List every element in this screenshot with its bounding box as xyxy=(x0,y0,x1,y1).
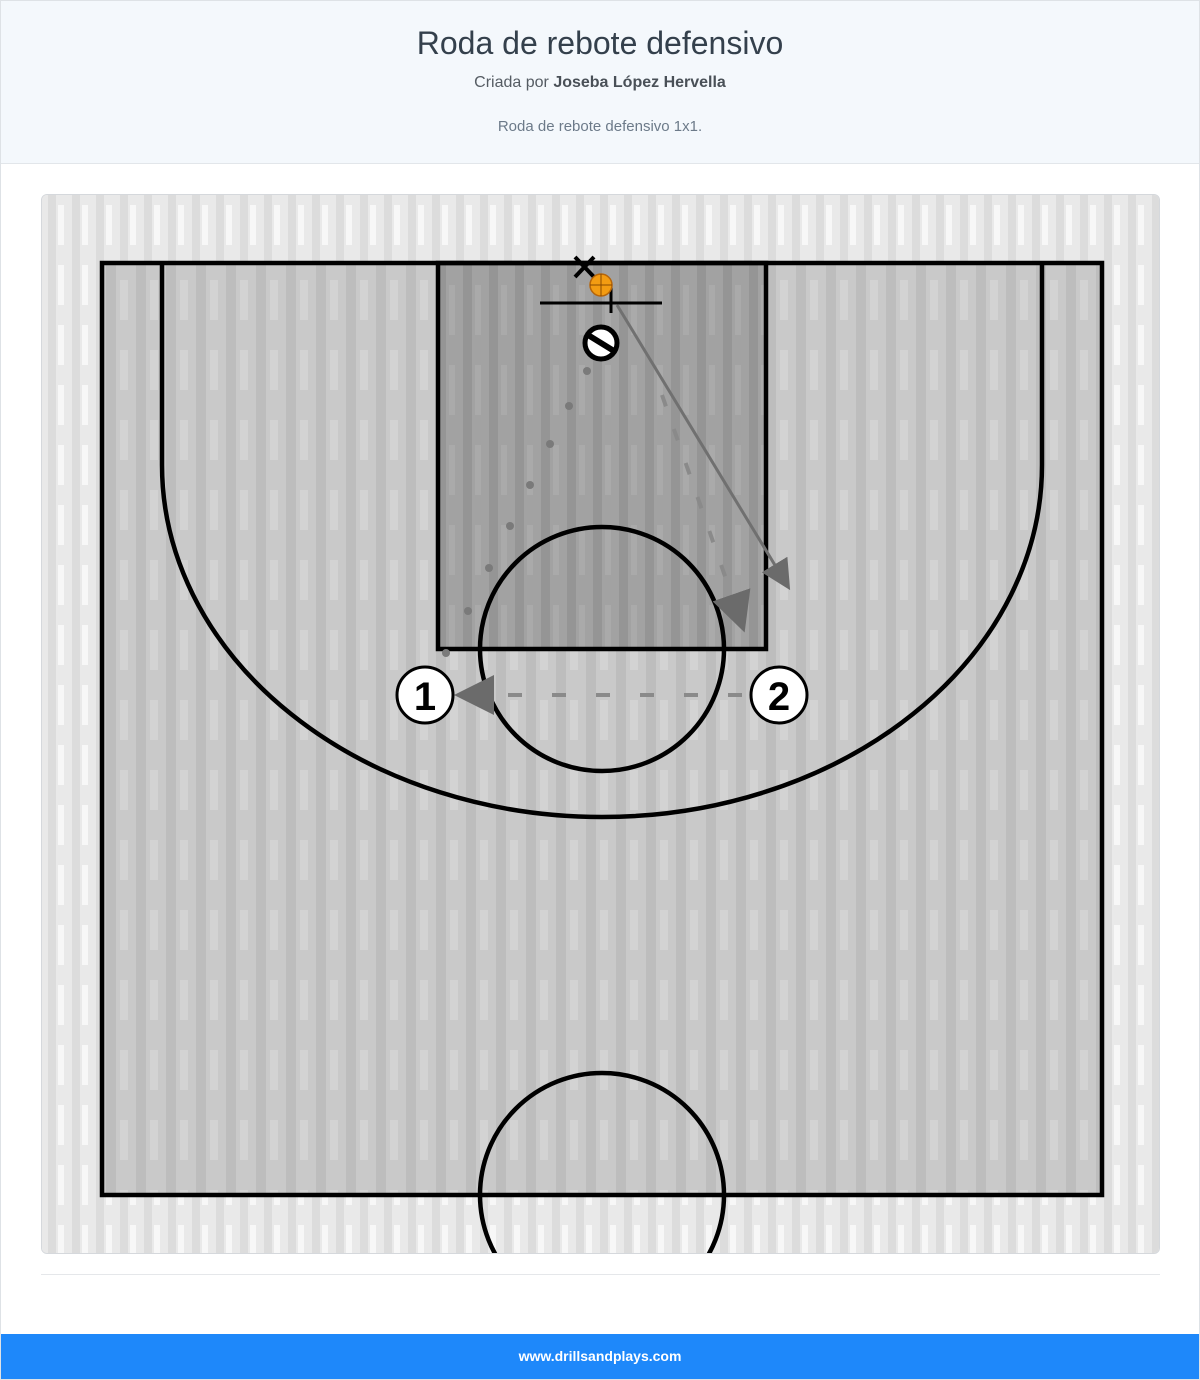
cut-arrow-to-block xyxy=(660,394,751,633)
three-point-line xyxy=(159,263,1045,820)
author-name: Joseba López Hervella xyxy=(553,74,726,91)
offense-player-1: 1 xyxy=(395,665,455,725)
basketball-icon xyxy=(589,273,613,297)
drill-header: Roda de rebote defensivo Criada por Jose… xyxy=(1,1,1199,164)
free-throw-lane xyxy=(435,260,769,652)
content-divider xyxy=(41,1274,1160,1275)
site-footer: www.drillsandplays.com xyxy=(1,1334,1199,1379)
free-throw-circle xyxy=(477,524,727,774)
center-circle xyxy=(477,1070,727,1253)
player-2-label: 2 xyxy=(768,675,790,719)
footer-site-link[interactable]: www.drillsandplays.com xyxy=(518,1348,682,1364)
screen-dots xyxy=(442,367,591,657)
player-1-label: 1 xyxy=(414,675,436,719)
paint-area xyxy=(438,263,766,649)
offense-player-2: 2 xyxy=(749,665,809,725)
court-svg: 1 2 xyxy=(42,195,1159,1253)
pass-arrow xyxy=(615,304,791,591)
court-diagram: 1 2 xyxy=(41,194,1160,1254)
defender-mark xyxy=(573,255,596,279)
page-title: Roda de rebote defensivo xyxy=(416,25,784,61)
drill-description: Roda de rebote defensivo 1x1. xyxy=(497,118,703,135)
defense-player-icon xyxy=(582,324,620,362)
created-by-label: Criada por xyxy=(474,74,549,91)
court-lines xyxy=(99,260,1105,1253)
author-line: Criada por Joseba López Hervella xyxy=(1,74,1199,92)
